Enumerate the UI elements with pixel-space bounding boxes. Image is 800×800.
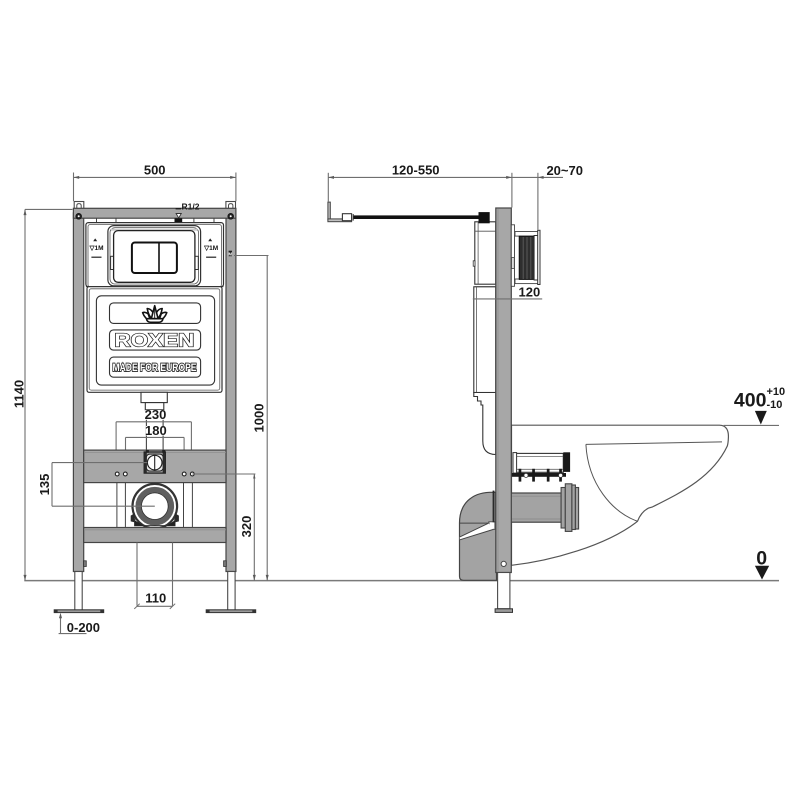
svg-text:230: 230 <box>145 407 167 422</box>
svg-text:0-200: 0-200 <box>67 620 100 635</box>
svg-text:20~70: 20~70 <box>546 163 583 178</box>
svg-text:400: 400 <box>734 390 767 412</box>
svg-text:ROXEN: ROXEN <box>114 330 194 351</box>
svg-text:MADE FOR EUROPE: MADE FOR EUROPE <box>113 362 197 374</box>
svg-text:1000: 1000 <box>252 404 267 433</box>
svg-text:1140: 1140 <box>11 380 26 408</box>
svg-text:110: 110 <box>145 591 166 606</box>
svg-text:▽1M: ▽1M <box>203 245 218 252</box>
svg-text:135: 135 <box>37 474 52 496</box>
svg-text:120-550: 120-550 <box>392 163 440 178</box>
svg-text:R1/2: R1/2 <box>182 201 200 211</box>
svg-text:+10: +10 <box>767 386 786 398</box>
svg-text:120: 120 <box>519 285 541 300</box>
svg-text:320: 320 <box>239 516 254 538</box>
svg-text:▽1M: ▽1M <box>88 245 103 252</box>
svg-text:0: 0 <box>756 547 767 569</box>
svg-text:M: M <box>228 251 232 256</box>
svg-text:500: 500 <box>144 163 166 178</box>
svg-text:-10: -10 <box>767 399 783 411</box>
svg-text:180: 180 <box>145 423 167 438</box>
